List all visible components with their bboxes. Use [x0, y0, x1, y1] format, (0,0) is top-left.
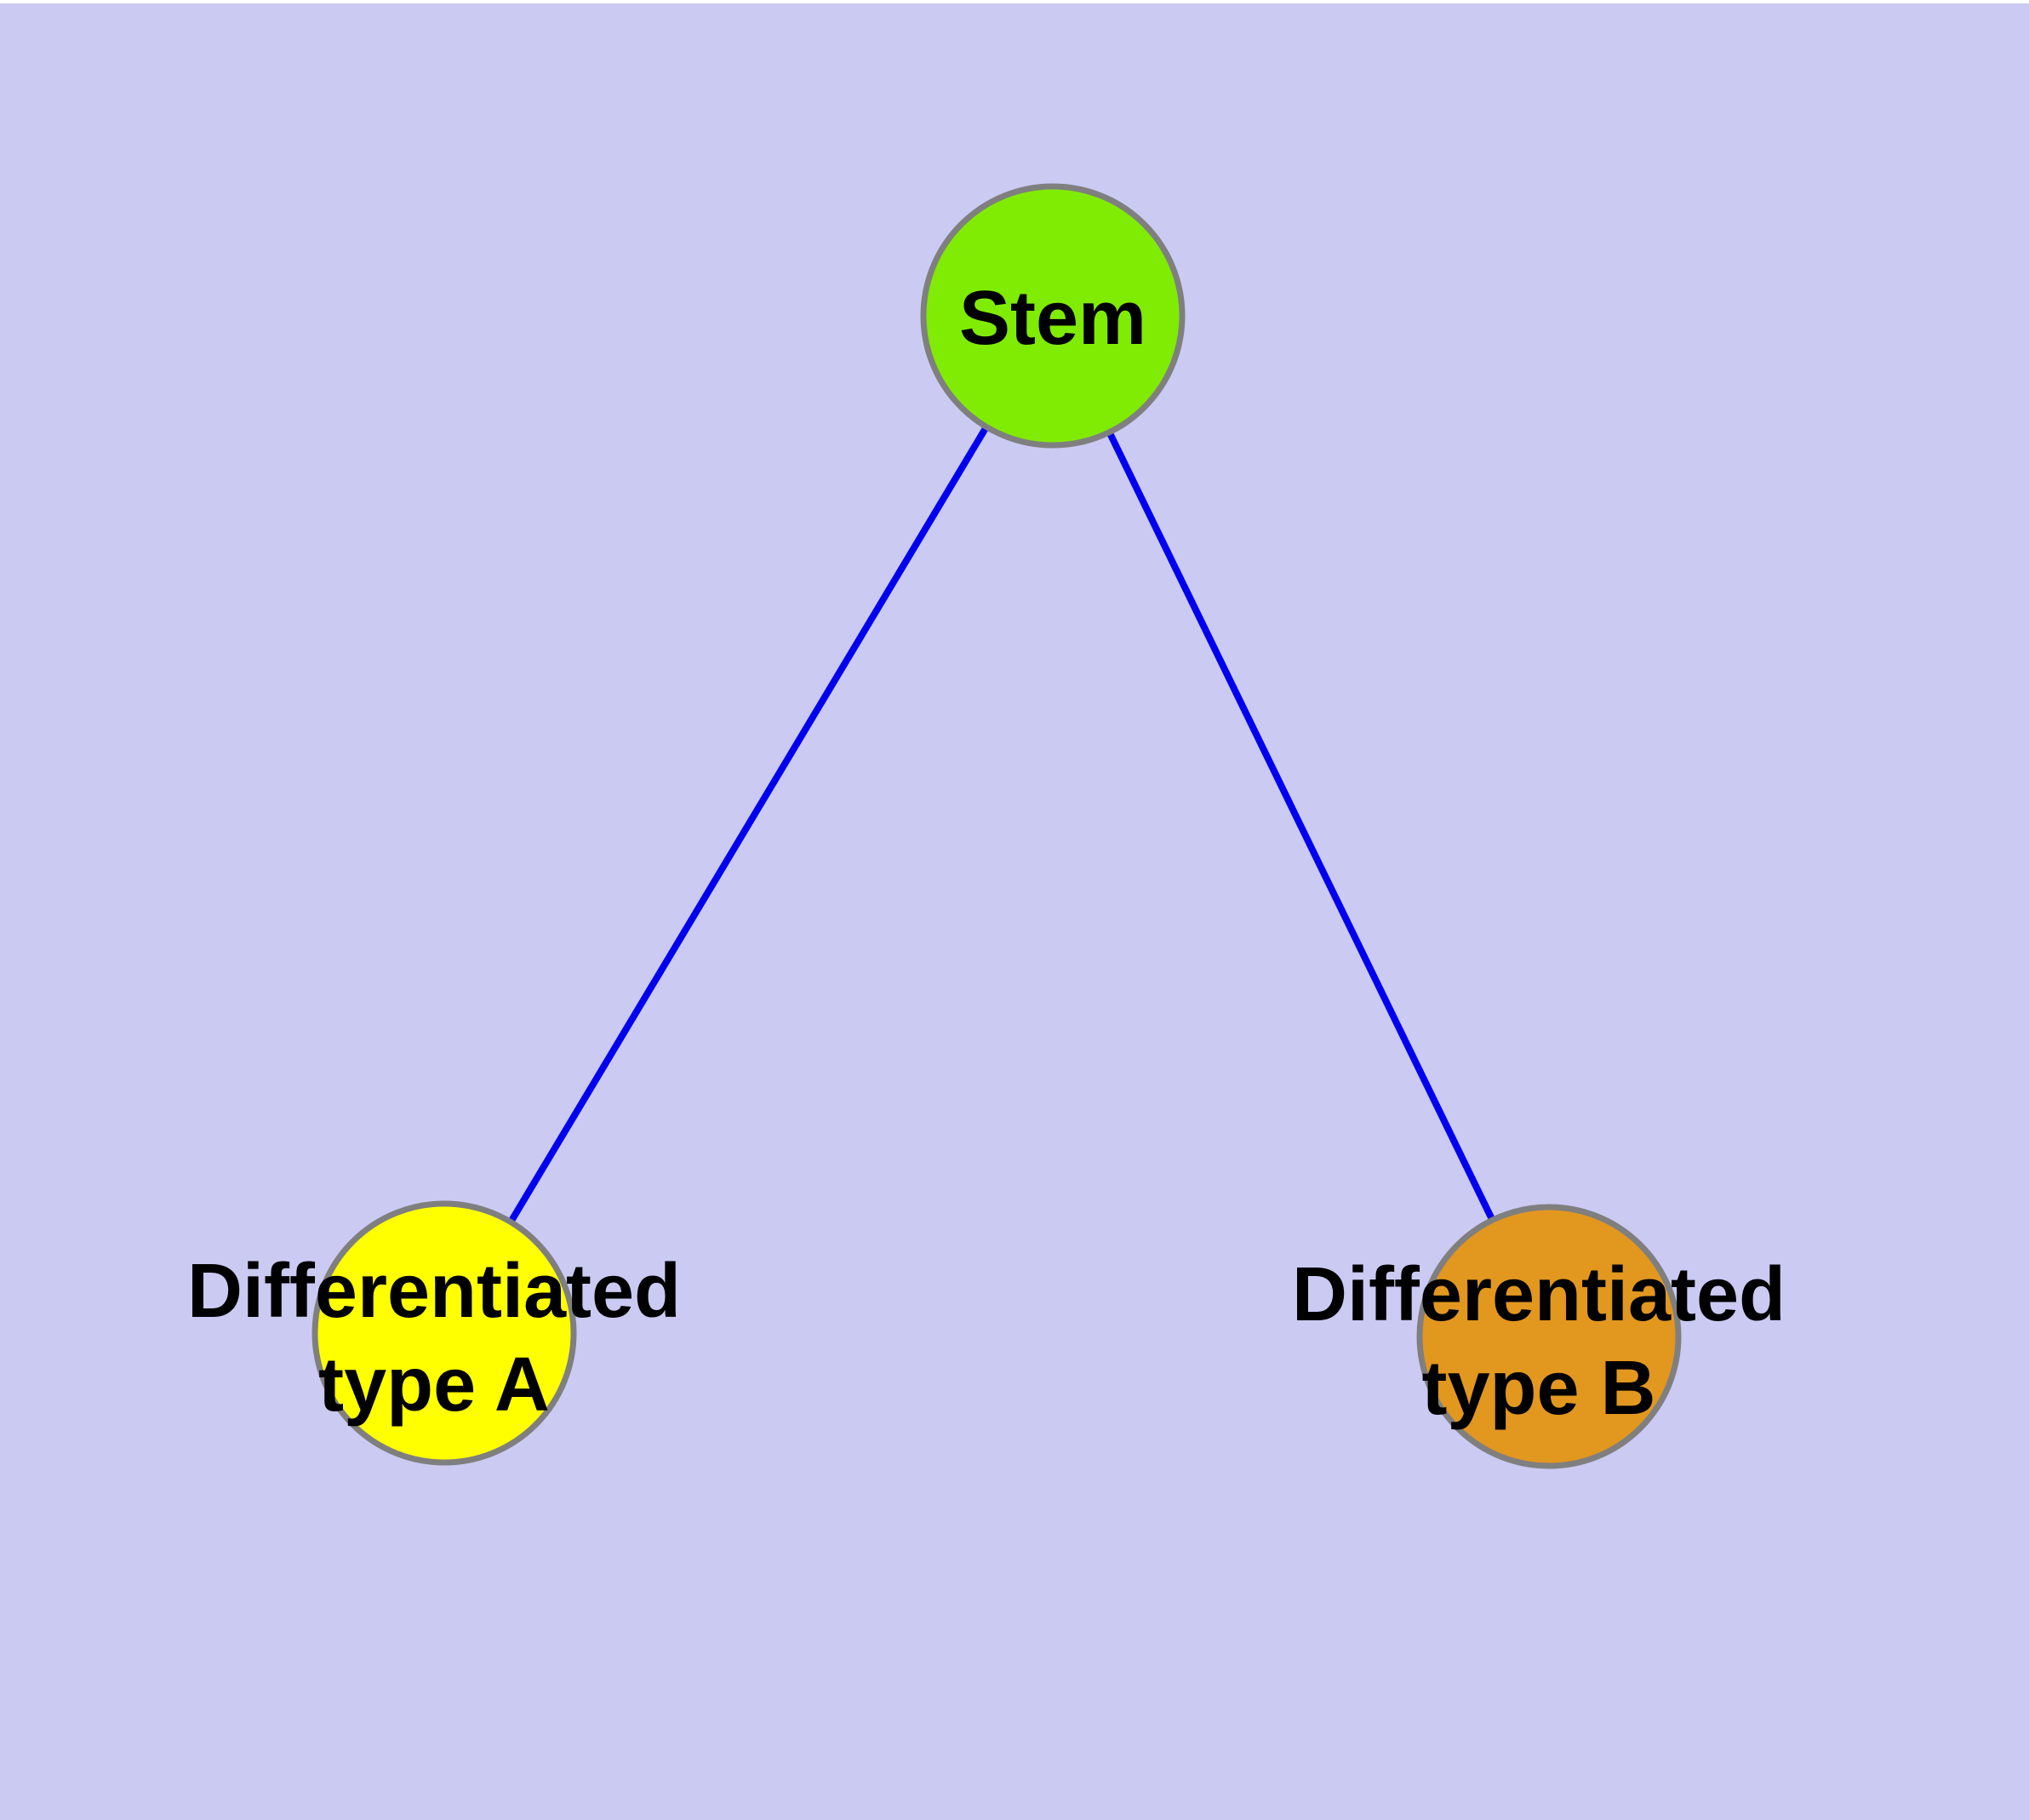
edge-stem-to-type-b — [1049, 314, 1552, 1338]
differentiated-type-b-label-line1: Differentiated — [1292, 1252, 1786, 1337]
differentiated-type-b-label-line2: type B — [1421, 1346, 1655, 1431]
differentiated-type-a-node — [311, 1200, 577, 1466]
stem-node-label: Stem — [959, 276, 1146, 361]
stem-node-label-line1: Stem — [959, 276, 1146, 361]
top-white-strip — [0, 0, 2029, 3]
stem-node — [920, 183, 1186, 449]
differentiated-type-a-label-line2: type A — [318, 1342, 550, 1428]
differentiated-type-b-label: Differentiated type B — [1292, 1252, 1786, 1431]
differentiated-type-b-node — [1416, 1204, 1682, 1469]
differentiated-type-a-label-line1: Differentiated — [187, 1249, 681, 1334]
edge-stem-to-type-a — [441, 313, 1056, 1336]
